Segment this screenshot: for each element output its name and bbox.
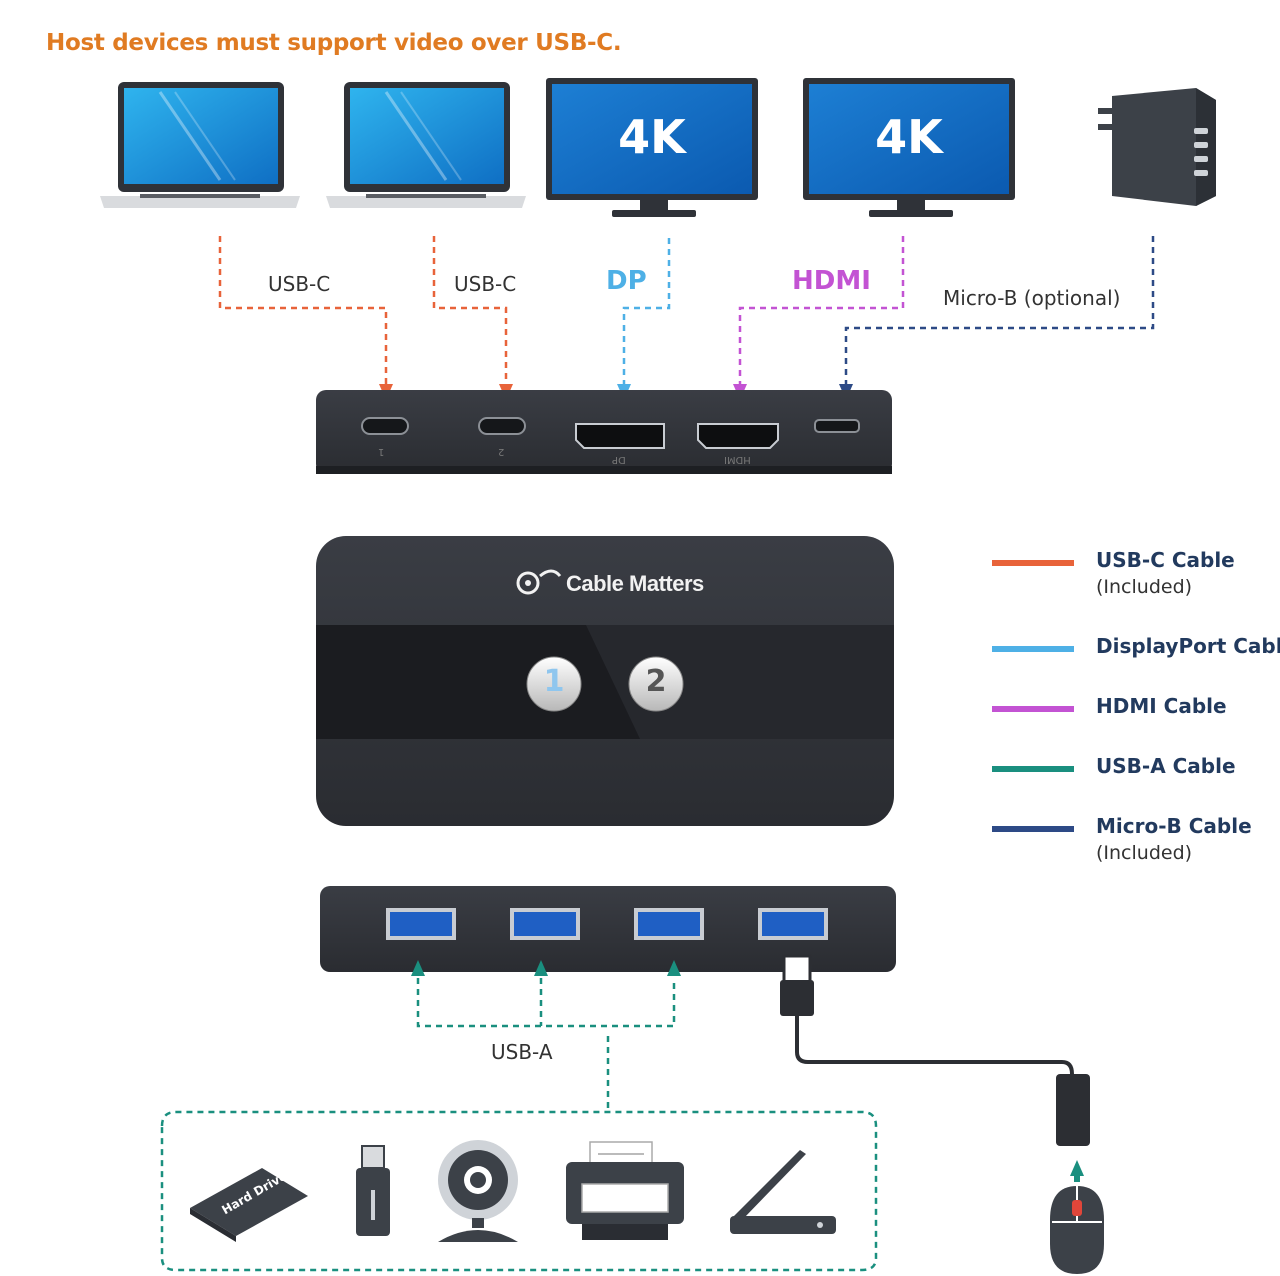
switch-front-panel [320,886,896,972]
legend-sub-usbc: (Included) [1096,576,1193,598]
power-adapter-icon [1098,88,1216,206]
switch-button-1[interactable]: 1 [543,664,565,699]
port-label-2: 2 [498,446,505,457]
printer-icon [566,1141,684,1240]
legend-label-microb: Micro-B Cable [1096,814,1252,838]
legend-swatch-usba [992,766,1074,772]
usbc-1-label: USB-C [268,272,331,296]
legend-label-dp: DisplayPort Cable [1096,634,1280,658]
headline: Host devices must support video over USB… [46,30,622,56]
port-label-1: 1 [378,446,385,457]
switch-button-2[interactable]: 2 [645,664,667,699]
port-label-hdmi: HDMI [724,454,751,465]
usbc-2-label: USB-C [454,272,517,296]
legend-swatch-hdmi [992,706,1074,712]
monitor-1-label: 4K [618,110,686,164]
legend-swatch-dp [992,646,1074,652]
legend-label-usba: USB-A Cable [1096,754,1236,778]
microb-label: Micro-B (optional) [943,286,1121,310]
connector-lines-top [218,236,1155,384]
webcam-icon [438,1140,518,1242]
hard-drive-icon [190,1168,308,1242]
usba-arrow-heads [411,960,1084,1182]
usb-cable-icon [780,954,1090,1146]
monitor-1-icon [546,78,758,217]
laptop-1-icon [100,82,300,208]
usba-label: USB-A [491,1040,553,1064]
usb-drive-icon [356,1145,390,1236]
legend-swatch-usbc [992,560,1074,566]
legend-sub-microb: (Included) [1096,842,1193,864]
monitor-2-icon [803,78,1015,217]
dp-label: DP [606,266,647,296]
port-label-dp: DP [612,454,626,465]
legend-swatch-microb [992,826,1074,832]
monitor-2-label: 4K [875,110,943,164]
mouse-icon [1050,1186,1104,1274]
usba-lines [160,978,878,1272]
hdmi-label: HDMI [792,266,871,296]
legend-label-hdmi: HDMI Cable [1096,694,1227,718]
switch-back-panel [316,390,892,474]
brand-logo-text: Cable Matters [566,571,704,596]
scanner-icon [730,1150,836,1234]
legend-label-usbc: USB-C Cable [1096,548,1235,572]
laptop-2-icon [326,82,526,208]
switch-top [316,536,894,826]
